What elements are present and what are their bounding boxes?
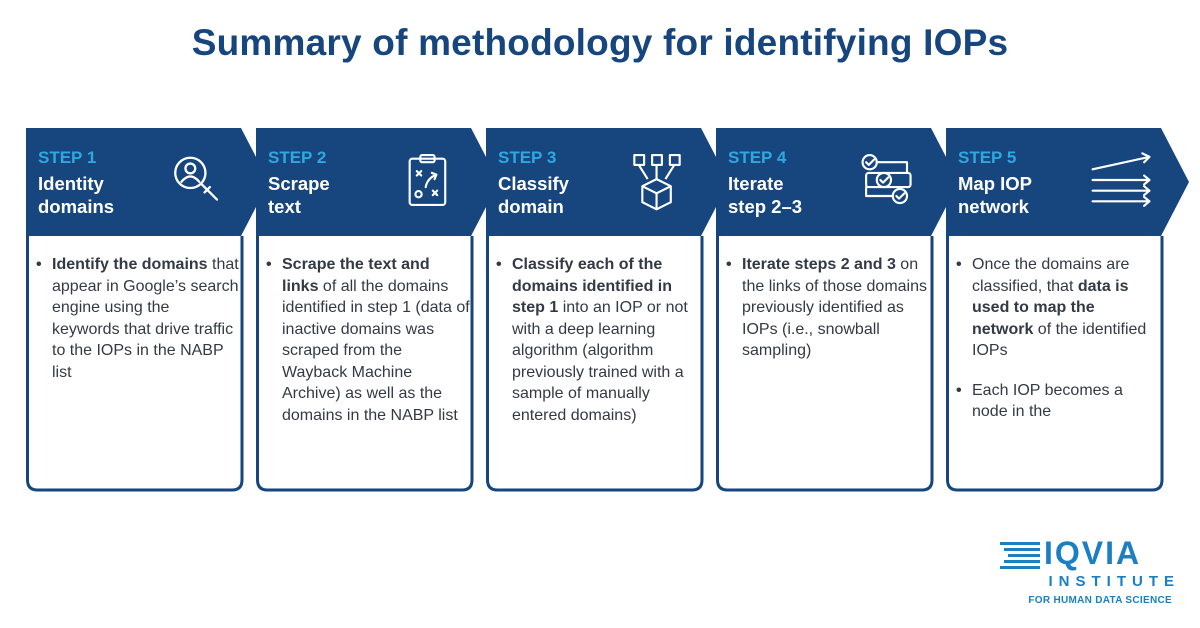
bullet-item: • Identify the domains that appear in Goo… xyxy=(36,254,240,383)
step-name-line: Classify xyxy=(498,173,569,194)
step-number: STEP 5 xyxy=(958,148,1017,167)
step-description: • Once the domains are classified, that d… xyxy=(956,254,1160,441)
logo-institute: INSTITUTE xyxy=(1048,573,1180,590)
step-name-line: Map IOP xyxy=(958,173,1033,194)
step-body-outline xyxy=(256,236,474,492)
step-name-line: Identity xyxy=(38,173,104,194)
logo-brand: IQVIA xyxy=(1044,535,1142,571)
bullet-text: Scrape the text and links of all the dom… xyxy=(282,254,470,426)
step-name-line: step 2–3 xyxy=(728,196,803,217)
step-name-line: text xyxy=(268,196,301,217)
plain-text: on the links of those domains previously… xyxy=(742,256,927,359)
bold-text: data is used to map the network xyxy=(972,277,1129,338)
step-header-shape xyxy=(946,128,1189,236)
bullet-text: Once the domains are classified, that da… xyxy=(972,254,1160,362)
plain-text: into an IOP or not with a deep learning … xyxy=(512,299,688,424)
step-frame xyxy=(26,128,269,492)
step-frame xyxy=(716,128,959,492)
logo-tagline: FOR HUMAN DATA SCIENCE xyxy=(1028,595,1172,606)
step-name-line: domains xyxy=(38,196,115,217)
plain-text: that appear in Google’s search engine us… xyxy=(52,256,239,381)
arrows-icon xyxy=(1091,152,1151,207)
plain-text: of the identified IOPs xyxy=(972,320,1147,360)
step-body-outline xyxy=(716,236,934,492)
step-name-line: network xyxy=(958,196,1029,217)
step-description: • Scrape the text and links of all the do… xyxy=(266,254,470,444)
bullet-item: • Scrape the text and links of all the do… xyxy=(266,254,470,426)
plain-text: Once the domains are classified, that xyxy=(972,256,1130,295)
step-header-shape xyxy=(716,128,959,236)
bullet-dot-icon: • xyxy=(266,256,272,273)
step-frame xyxy=(946,128,1189,492)
logo-lines-icon xyxy=(1000,542,1040,569)
bullet-text: Identify the domains that appear in Goog… xyxy=(52,254,240,383)
step-header-shape xyxy=(256,128,499,236)
step-name-line: Iterate xyxy=(728,173,784,194)
step-body-outline xyxy=(946,236,1164,492)
clipboard-strategy-icon xyxy=(408,154,447,206)
plain-text: of all the domains identified in step 1 … xyxy=(282,277,470,424)
bullet-text: Classify each of the domains identified … xyxy=(512,254,700,426)
step-frame xyxy=(486,128,729,492)
bullet-dot-icon: • xyxy=(956,256,962,273)
step-description: • Classify each of the domains identified… xyxy=(496,254,700,444)
bullet-dot-icon: • xyxy=(956,381,962,399)
bold-text: Identify the domains xyxy=(52,256,208,273)
page-title: Summary of methodology for identifying I… xyxy=(191,22,1009,63)
step-body-outline xyxy=(26,236,244,492)
cube-network-icon xyxy=(633,154,681,211)
step-frame xyxy=(256,128,499,492)
step-name-line: domain xyxy=(498,196,564,217)
bullet-item: • Once the domains are classified, that d… xyxy=(956,254,1160,362)
step-number: STEP 2 xyxy=(268,148,327,167)
bold-text: Classify each of the domains identified … xyxy=(512,256,673,316)
bold-text: Iterate steps 2 and 3 xyxy=(742,256,896,273)
step-number: STEP 4 xyxy=(728,148,787,167)
plain-text: Each IOP becomes a node in the xyxy=(972,381,1123,421)
iqvia-logo: IQVIA INSTITUTE FOR HUMAN DATA SCIENCE xyxy=(1000,535,1180,615)
checklist-icon xyxy=(861,154,912,205)
step-number: STEP 1 xyxy=(38,148,97,167)
bullet-text: Iterate steps 2 and 3 on the links of th… xyxy=(742,254,930,362)
step-header-shape xyxy=(486,128,729,236)
magnifier-person-icon xyxy=(174,156,219,201)
step-header-shape xyxy=(26,128,269,236)
bullet-item: • Iterate steps 2 and 3 on the links of t… xyxy=(726,254,930,362)
bullet-item: • Classify each of the domains identified… xyxy=(496,254,700,426)
bold-text: Scrape the text and links xyxy=(282,256,430,295)
step-description: • Identify the domains that appear in Goo… xyxy=(36,254,240,401)
bullet-text: Each IOP becomes a node in the xyxy=(972,380,1160,423)
step-body-outline xyxy=(486,236,704,492)
step-description: • Iterate steps 2 and 3 on the links of t… xyxy=(726,254,930,380)
bullet-dot-icon: • xyxy=(496,256,502,273)
bullet-dot-icon: • xyxy=(726,256,732,273)
step-name-line: Scrape xyxy=(268,173,330,194)
bullet-item: • Each IOP becomes a node in the xyxy=(956,380,1160,423)
step-number: STEP 3 xyxy=(498,148,557,167)
bullet-dot-icon: • xyxy=(36,256,42,273)
